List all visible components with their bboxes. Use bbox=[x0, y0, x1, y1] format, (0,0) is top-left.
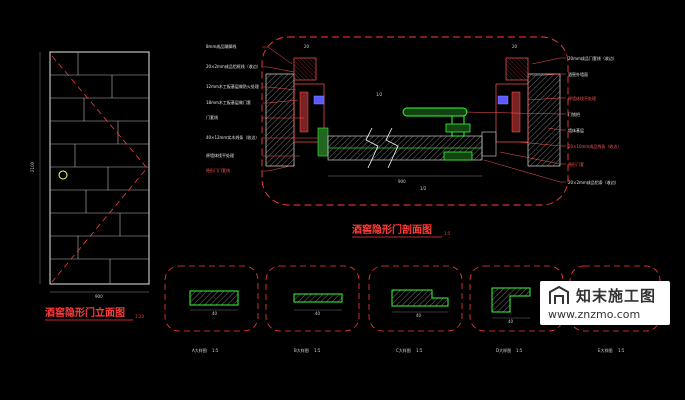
height-dimension: 2100 bbox=[30, 161, 35, 172]
svg-text:12mm木工板基层做防火处理: 12mm木工板基层做防火处理 bbox=[206, 83, 259, 89]
profile-detail-a: 40 A大样图 1:5 bbox=[164, 265, 259, 353]
door-knob bbox=[58, 170, 68, 180]
profile-detail-b: 40 B大样图 1:5 bbox=[265, 265, 360, 353]
door-section: 8mm成品踢脚线 20×2mm成品铝框线（收边） 12mm木工板基层做防火处理 … bbox=[206, 36, 621, 238]
svg-text:门套线: 门套线 bbox=[206, 114, 218, 120]
svg-text:酒窖外墙面: 酒窖外墙面 bbox=[568, 71, 588, 77]
svg-text:原墙体找平处理: 原墙体找平处理 bbox=[568, 95, 596, 101]
svg-text:900: 900 bbox=[398, 179, 406, 184]
door-elevation: 2100 900 酒窖隐形门立面图 1:20 bbox=[30, 51, 150, 321]
svg-text:1:5: 1:5 bbox=[516, 348, 523, 353]
brand-name: 知末施工图 bbox=[576, 287, 657, 305]
svg-text:18mm木工板基层做门套: 18mm木工板基层做门套 bbox=[206, 99, 251, 105]
svg-text:20×2mm成品铝条（收边）: 20×2mm成品铝条（收边） bbox=[568, 179, 619, 185]
profile-label: D大样图 bbox=[496, 347, 511, 353]
svg-text:40: 40 bbox=[416, 313, 422, 318]
door-outline bbox=[49, 51, 150, 285]
svg-text:20: 20 bbox=[512, 44, 518, 49]
watermark: 知末施工图 www.znzmo.com bbox=[540, 281, 670, 325]
svg-text:1/2: 1/2 bbox=[376, 92, 383, 97]
svg-text:1/2: 1/2 bbox=[420, 186, 427, 191]
door-panel-lines bbox=[50, 52, 149, 284]
right-annotations: 20mm成品门套线（收边） 酒窖外墙面 原墙体找平处理 门锁把 墙体基层 20×… bbox=[568, 55, 621, 185]
svg-text:20×2mm成品铝框线（收边）: 20×2mm成品铝框线（收边） bbox=[206, 63, 261, 69]
profile-details: 40 A大样图 1:5 40 B大样图 1:5 40 C大样图 1:5 40 bbox=[164, 265, 661, 353]
svg-text:1:5: 1:5 bbox=[416, 348, 423, 353]
svg-text:20mm成品门套线（收边）: 20mm成品门套线（收边） bbox=[568, 55, 617, 61]
left-annotations: 8mm成品踢脚线 20×2mm成品铝框线（收边） 12mm木工板基层做防火处理 … bbox=[206, 43, 261, 173]
svg-text:隐形门套: 隐形门套 bbox=[568, 161, 584, 167]
elevation-title: 酒窖隐形门立面图 bbox=[45, 306, 125, 319]
elevation-scale: 1:20 bbox=[135, 314, 144, 319]
section-frame bbox=[261, 36, 569, 206]
svg-text:40: 40 bbox=[212, 311, 218, 316]
svg-text:墙体基层: 墙体基层 bbox=[568, 127, 584, 133]
svg-text:1:5: 1:5 bbox=[618, 348, 625, 353]
brand-url: www.znzmo.com bbox=[548, 308, 641, 321]
svg-text:40×12mm实木线条（收边）: 40×12mm实木线条（收边） bbox=[206, 134, 259, 140]
profile-detail-c: 40 C大样图 1:5 bbox=[368, 265, 463, 353]
door-swing-line bbox=[51, 55, 148, 283]
right-wall bbox=[527, 73, 561, 167]
svg-text:1:5: 1:5 bbox=[314, 348, 321, 353]
section-title: 酒窖隐形门剖面图 bbox=[352, 223, 432, 236]
svg-text:隐形门门套线: 隐形门门套线 bbox=[206, 167, 230, 173]
width-dimension: 900 bbox=[95, 294, 103, 299]
svg-text:40: 40 bbox=[315, 311, 321, 316]
svg-text:1:5: 1:5 bbox=[212, 348, 219, 353]
profile-label: A大样图 bbox=[192, 347, 207, 353]
svg-text:原墙体找平处理: 原墙体找平处理 bbox=[206, 152, 234, 158]
svg-text:20×10mm成品线条（收边）: 20×10mm成品线条（收边） bbox=[568, 143, 621, 149]
svg-text:40: 40 bbox=[508, 319, 514, 324]
profile-label: B大样图 bbox=[294, 347, 309, 353]
profile-label: C大样图 bbox=[396, 347, 411, 353]
left-wall bbox=[265, 73, 295, 167]
svg-text:8mm成品踢脚线: 8mm成品踢脚线 bbox=[206, 43, 236, 49]
svg-text:20: 20 bbox=[304, 44, 310, 49]
brand-logo-icon bbox=[549, 286, 569, 304]
svg-text:门锁把: 门锁把 bbox=[568, 111, 580, 117]
section-scale: 1:5 bbox=[444, 231, 451, 236]
profile-label: E大样图 bbox=[598, 347, 613, 353]
